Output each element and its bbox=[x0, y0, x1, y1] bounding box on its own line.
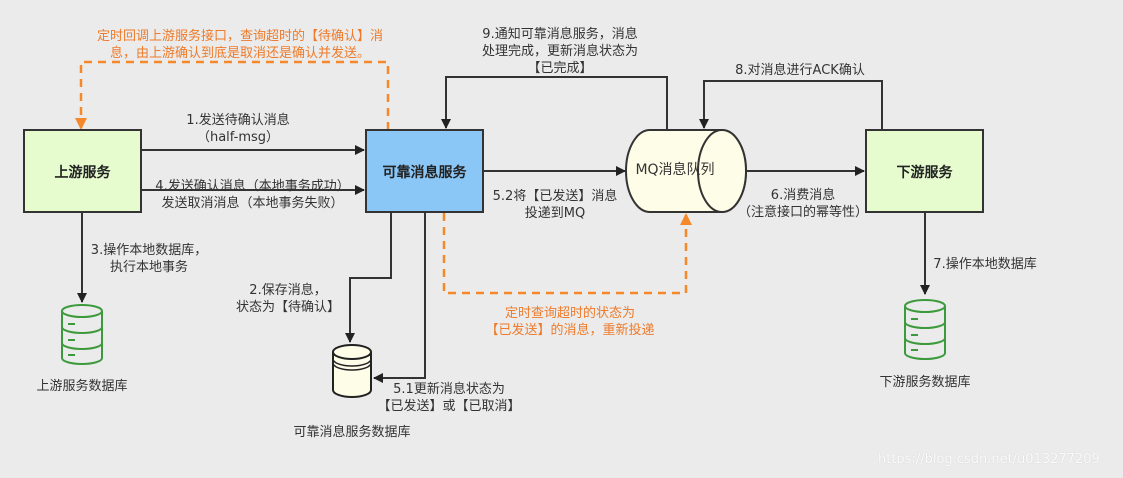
step5-1-line1: 5.1更新消息状态为 bbox=[393, 382, 505, 397]
step9-line3: 【已完成】 bbox=[527, 61, 593, 76]
watermark: https://blog.csdn.net/u013277209 bbox=[878, 452, 1100, 467]
upstream-db-label: 上游服务数据库 bbox=[36, 379, 128, 394]
resend-dashed-arrow bbox=[442, 213, 692, 295]
step8-label: 8.对消息进行ACK确认 bbox=[720, 62, 880, 79]
step7-line1: 7.操作本地数据库 bbox=[933, 257, 1037, 272]
step5-2-label: 5.2将【已发送】消息 投递到MQ bbox=[480, 188, 630, 222]
step3-label: 3.操作本地数据库， 执行本地事务 bbox=[84, 242, 214, 276]
mq-label: MQ消息队列 bbox=[635, 162, 715, 178]
step1-line1: 1.发送待确认消息 bbox=[186, 113, 290, 128]
reliable-message-service-box bbox=[365, 129, 484, 213]
callback-note: 定时回调上游服务接口，查询超时的【待确认】消 息，由上游确认到底是取消还是确认并… bbox=[80, 28, 400, 62]
step1-label: 1.发送待确认消息 （half-msg） bbox=[168, 112, 308, 146]
step2-label: 2.保存消息， 状态为【待确认】 bbox=[228, 282, 348, 316]
step5-1-line2: 【已发送】或【已取消】 bbox=[377, 399, 521, 414]
callback-dashed-arrow bbox=[75, 60, 390, 130]
reliable-service-label: 可靠消息服务 bbox=[382, 165, 467, 181]
step4-line1: 4.发送确认消息（本地事务成功） bbox=[155, 179, 350, 194]
callback-note-line1: 定时回调上游服务接口，查询超时的【待确认】消 bbox=[96, 29, 383, 44]
step9-label: 9.通知可靠消息服务，消息 处理完成，更新消息状态为 【已完成】 bbox=[460, 26, 660, 77]
step9-line2: 处理完成，更新消息状态为 bbox=[481, 44, 638, 59]
step5-1-label: 5.1更新消息状态为 【已发送】或【已取消】 bbox=[374, 381, 524, 415]
step5-1-arrow bbox=[373, 213, 426, 383]
downstream-service-box bbox=[865, 129, 984, 213]
step8-arrow bbox=[699, 80, 883, 130]
reliable-db-label: 可靠消息服务数据库 bbox=[293, 425, 411, 440]
step5-2-line2: 投递到MQ bbox=[524, 206, 586, 221]
resend-note-line1: 定时查询超时的状态为 bbox=[504, 306, 635, 321]
resend-note-line2: 【已发送】的消息，重新投递 bbox=[485, 323, 655, 338]
downstream-db-icon bbox=[904, 299, 946, 360]
step3-line2: 执行本地事务 bbox=[109, 260, 188, 275]
reliable-db-cylinder-icon bbox=[332, 344, 372, 398]
resend-note: 定时查询超时的状态为 【已发送】的消息，重新投递 bbox=[475, 305, 665, 339]
step2-line1: 2.保存消息， bbox=[249, 283, 327, 298]
callback-note-line2: 息，由上游确认到底是取消还是确认并发送。 bbox=[109, 46, 370, 61]
step2-arrow bbox=[345, 213, 392, 343]
step2-line2: 状态为【待确认】 bbox=[235, 300, 340, 315]
step9-line1: 9.通知可靠消息服务，消息 bbox=[482, 27, 638, 42]
upstream-service-label: 上游服务 bbox=[54, 165, 111, 181]
mq-cylinder bbox=[625, 129, 747, 213]
step4-label: 4.发送确认消息（本地事务成功） 发送取消消息（本地事务失败） bbox=[140, 178, 365, 212]
upstream-db-icon bbox=[61, 304, 103, 365]
downstream-service-label: 下游服务 bbox=[896, 165, 953, 181]
step6-line1: 6.消费消息 bbox=[770, 188, 836, 203]
step4-line2: 发送取消消息（本地事务失败） bbox=[161, 196, 344, 211]
step6-line2: （注意接口的幂等性） bbox=[738, 205, 869, 220]
downstream-db-label: 下游服务数据库 bbox=[879, 375, 971, 390]
upstream-service-box bbox=[23, 129, 142, 213]
step8-line1: 8.对消息进行ACK确认 bbox=[735, 63, 865, 78]
step5-2-line1: 5.2将【已发送】消息 bbox=[492, 189, 618, 204]
step7-label: 7.操作本地数据库 bbox=[930, 256, 1040, 273]
step9-arrow bbox=[441, 76, 668, 130]
step3-line1: 3.操作本地数据库， bbox=[90, 243, 208, 258]
step1-line2: （half-msg） bbox=[196, 130, 280, 145]
step6-label: 6.消费消息 （注意接口的幂等性） bbox=[738, 187, 868, 221]
